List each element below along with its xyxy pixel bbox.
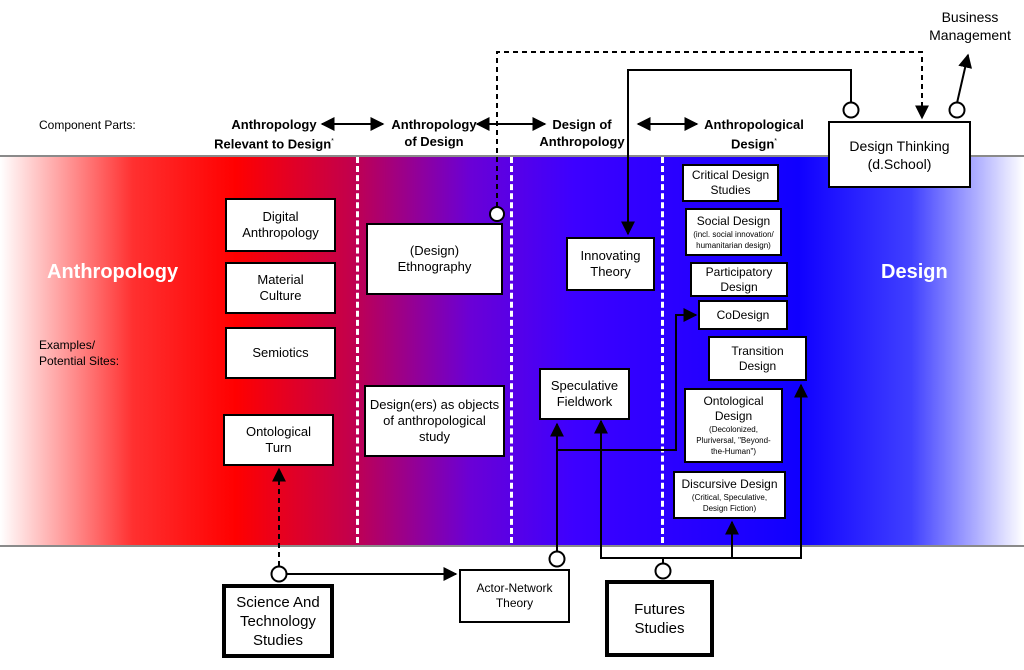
design-title: Design (881, 261, 948, 283)
futures-studies-box: Futures Studies (605, 580, 714, 657)
node-futures (654, 562, 672, 580)
column-divider-3 (661, 157, 664, 543)
anthropology-title: Anthropology (47, 261, 179, 283)
examples-label: Examples/ Potential Sites: (39, 338, 120, 368)
transition-design-box: Transition Design (708, 336, 807, 381)
design-thinking-to-business (956, 53, 973, 104)
discursive-design-box: Discursive Design(Critical, Speculative,… (673, 471, 786, 519)
digital-anthropology-box: Digital Anthropology (225, 198, 336, 252)
header-anthropological-design: Anthropological Design* (694, 116, 814, 152)
codesign-box: CoDesign (698, 300, 788, 330)
social-design-box: Social Design(incl. social innovation/ h… (685, 208, 782, 256)
semiotics-box: Semiotics (225, 327, 336, 379)
node-sts (270, 565, 288, 583)
science-and-technology-studies-box: Science And Technology Studies (222, 584, 334, 658)
discursive-design-label: Discursive Design (681, 476, 778, 491)
ontological-turn-box: Ontological Turn (223, 414, 334, 466)
header-anthropology-of-design: Anthropology of Design (391, 117, 477, 149)
header-col1-text: Anthropology Relevant to Design (214, 117, 332, 152)
speculative-fieldwork-box: Speculative Fieldwork (539, 368, 630, 420)
participatory-design-box: Participatory Design (690, 262, 788, 297)
header-col4-text: Anthropological Design (704, 117, 804, 152)
design-ethnography-box: (Design) Ethnography (366, 223, 503, 295)
futures-left-branch (600, 461, 664, 563)
innovating-theory-box: Innovating Theory (566, 237, 655, 291)
dashed-ethnography-to-design-thinking (496, 51, 929, 207)
header-col1-mark: * (331, 138, 334, 145)
header-col4-mark: * (774, 138, 778, 145)
node-design-thinking-left (842, 101, 860, 119)
critical-design-studies-box: Critical Design Studies (682, 164, 779, 202)
ontological-design-label: Ontological Design (703, 394, 764, 423)
business-management-label: Business Management (929, 9, 1011, 43)
actor-network-theory-box: Actor-Network Theory (459, 569, 570, 623)
discursive-design-sub: (Critical, Speculative, Design Fiction) (691, 492, 768, 513)
ontological-design-box: Ontological Design(Decolonized, Pluriver… (684, 388, 783, 463)
design-thinking-box: Design Thinking (d.School) (828, 121, 971, 188)
design-thinking-to-innovating-theory (621, 69, 852, 236)
column-divider-2 (510, 157, 513, 543)
social-design-sub: (incl. social innovation/ humanitarian d… (693, 229, 774, 250)
header-design-of-anthropology: Design of Anthropology (539, 117, 625, 149)
ant-to-codesign (557, 308, 698, 451)
designers-as-objects-box: Design(ers) as objects of anthropologica… (364, 385, 505, 457)
node-design-thinking-right (948, 101, 966, 119)
component-parts-label: Component Parts: (39, 118, 136, 132)
futures-to-transition-design (663, 383, 808, 559)
material-culture-box: Material Culture (225, 262, 336, 314)
column-divider-1 (356, 157, 359, 543)
node-ethnography (489, 206, 505, 222)
node-ant (548, 550, 566, 568)
header-anthropology-relevant-to-design: Anthropology Relevant to Design* (208, 116, 340, 152)
social-design-label: Social Design (696, 213, 771, 228)
ontological-design-sub: (Decolonized, Pluriversal, "Beyond- the-… (696, 425, 771, 456)
